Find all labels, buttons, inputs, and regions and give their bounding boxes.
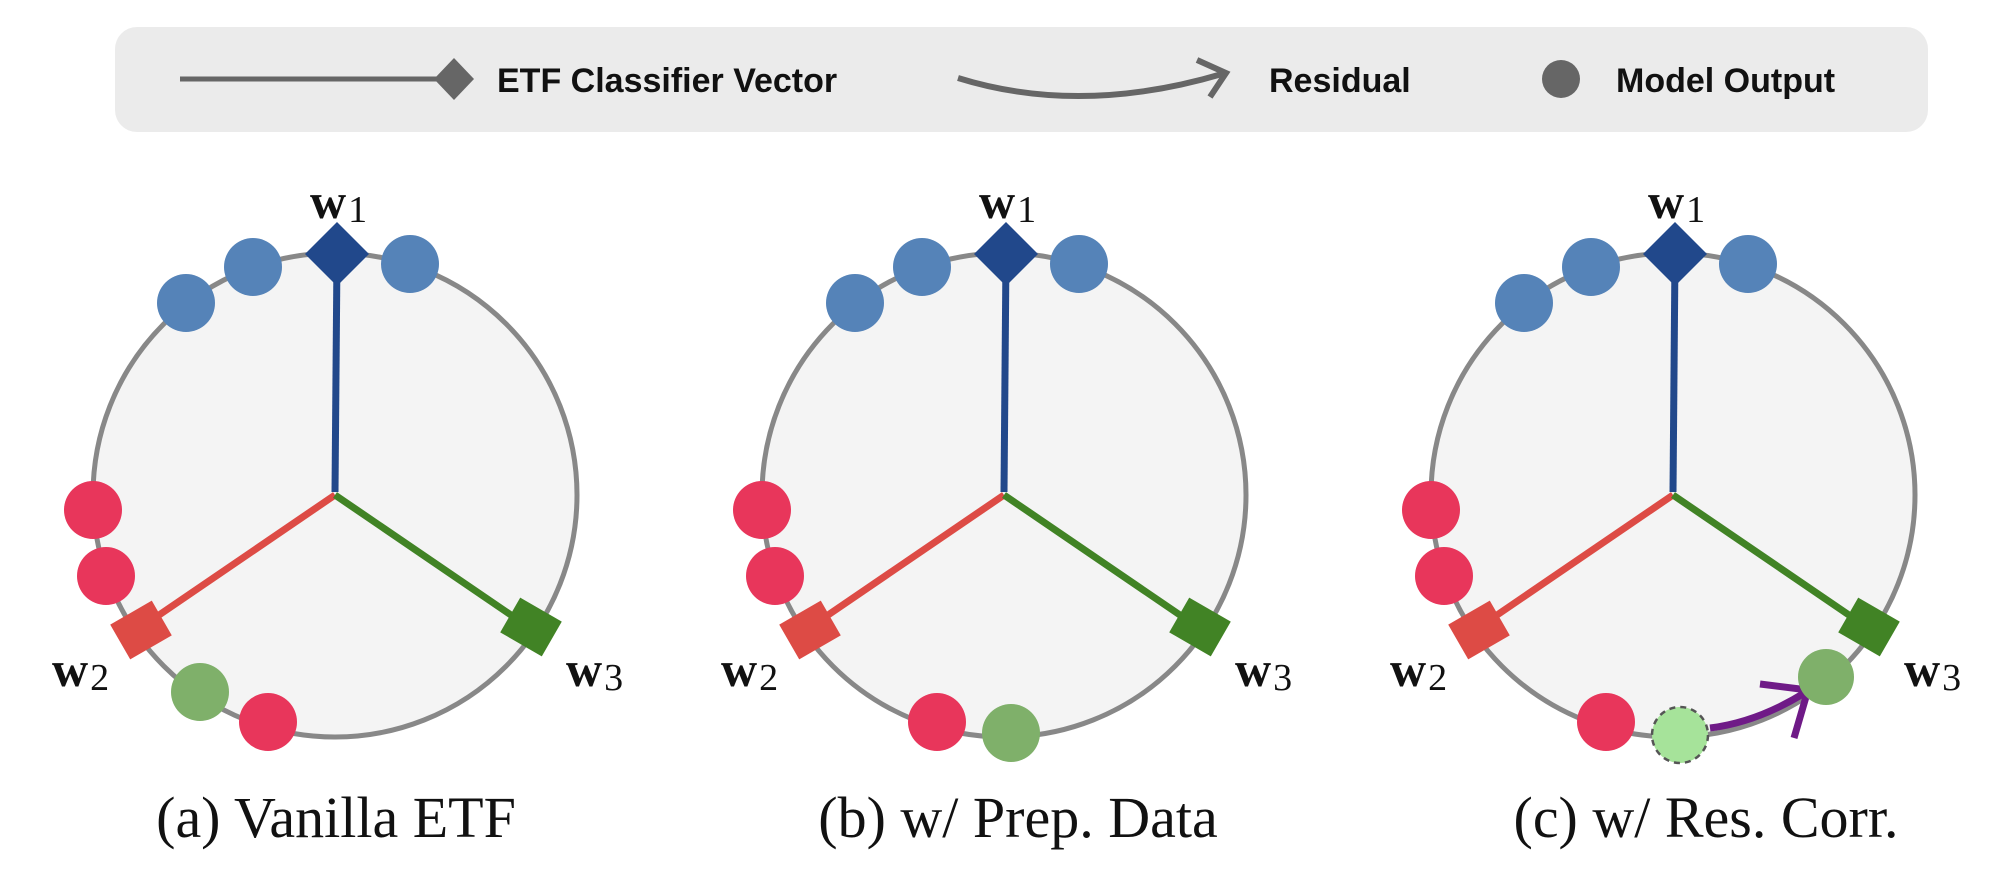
legend-etf-vector-icon (180, 58, 474, 100)
output-class2-dot (908, 693, 966, 751)
output-class1-dot (893, 238, 951, 296)
vector-w3-label: w3 (1235, 641, 1292, 699)
output-class2-dot (1577, 693, 1635, 751)
vector-w1-label: w1 (979, 173, 1036, 231)
vector-w3-line (1671, 492, 1870, 631)
output-class3-dot (982, 704, 1040, 762)
vector-w1-head (305, 222, 369, 286)
vector-w1-line (1000, 254, 1010, 493)
vector-w2-head (110, 600, 172, 660)
legend-residual-arrow-icon (957, 57, 1231, 100)
panel-caption: (b) w/ Prep. Data (818, 785, 1217, 850)
residual-correction-arrow (1709, 689, 1808, 732)
output-class3-dot (171, 663, 229, 721)
output-class1-dot (1562, 238, 1620, 296)
output-class1-dot (224, 238, 282, 296)
output-class2-dot (1415, 547, 1473, 605)
legend-residual-label: Residual (1269, 62, 1411, 100)
vector-w2-label: w2 (1390, 641, 1447, 699)
output-class2-dot (746, 547, 804, 605)
output-class2-dot (239, 693, 297, 751)
vector-w1-head (1643, 222, 1707, 286)
output-class2-dot (77, 547, 135, 605)
uncorrected-output-dot (1650, 705, 1710, 765)
corrected-output-dot (1798, 649, 1854, 705)
vector-w3-line (333, 492, 532, 631)
output-class2-dot (1402, 481, 1460, 539)
output-class1-dot (157, 274, 215, 332)
output-class1-dot (381, 235, 439, 293)
vector-w1-label: w1 (1648, 173, 1705, 231)
panel-c: w1 w2 w3 (c) w/ Res. Corr. (1390, 173, 1961, 850)
vector-w1-line (331, 254, 341, 493)
vector-w1-label: w1 (310, 173, 367, 231)
vector-w3-head (1838, 597, 1900, 657)
legend-background (115, 27, 1928, 132)
legend-model-output-label: Model Output (1616, 62, 1835, 100)
legend-etf-vector-label: ETF Classifier Vector (497, 62, 837, 100)
vector-w2-line (1476, 492, 1675, 631)
vector-w2-line (138, 492, 337, 631)
output-class1-dot (1719, 235, 1777, 293)
vector-w1-line (1669, 254, 1679, 493)
output-class2-dot (733, 481, 791, 539)
vector-w2-head (1448, 600, 1510, 660)
output-class1-dot (1050, 235, 1108, 293)
vector-w3-line (1002, 492, 1201, 631)
output-class1-dot (1495, 274, 1553, 332)
output-class1-dot (826, 274, 884, 332)
vector-w2-line (807, 492, 1006, 631)
panel-b: w1 w2 w3 (b) w/ Prep. Data (721, 173, 1292, 850)
vector-w2-head (779, 600, 841, 660)
legend-model-output-dot-icon (1542, 60, 1580, 98)
vector-w3-label: w3 (1904, 641, 1961, 699)
output-class2-dot (64, 481, 122, 539)
vector-w2-label: w2 (52, 641, 109, 699)
vector-w3-label: w3 (566, 641, 623, 699)
panel-caption: (a) Vanilla ETF (156, 785, 516, 850)
vector-w3-head (1169, 597, 1231, 657)
panel-caption: (c) w/ Res. Corr. (1514, 785, 1899, 850)
vector-w3-head (500, 597, 562, 657)
vector-w2-label: w2 (721, 641, 778, 699)
vector-w1-head (974, 222, 1038, 286)
legend: ETF Classifier Vector Residual Model Out… (115, 27, 1928, 132)
panel-a: w1 w2 w3 (a) Vanilla ETF (52, 173, 623, 850)
